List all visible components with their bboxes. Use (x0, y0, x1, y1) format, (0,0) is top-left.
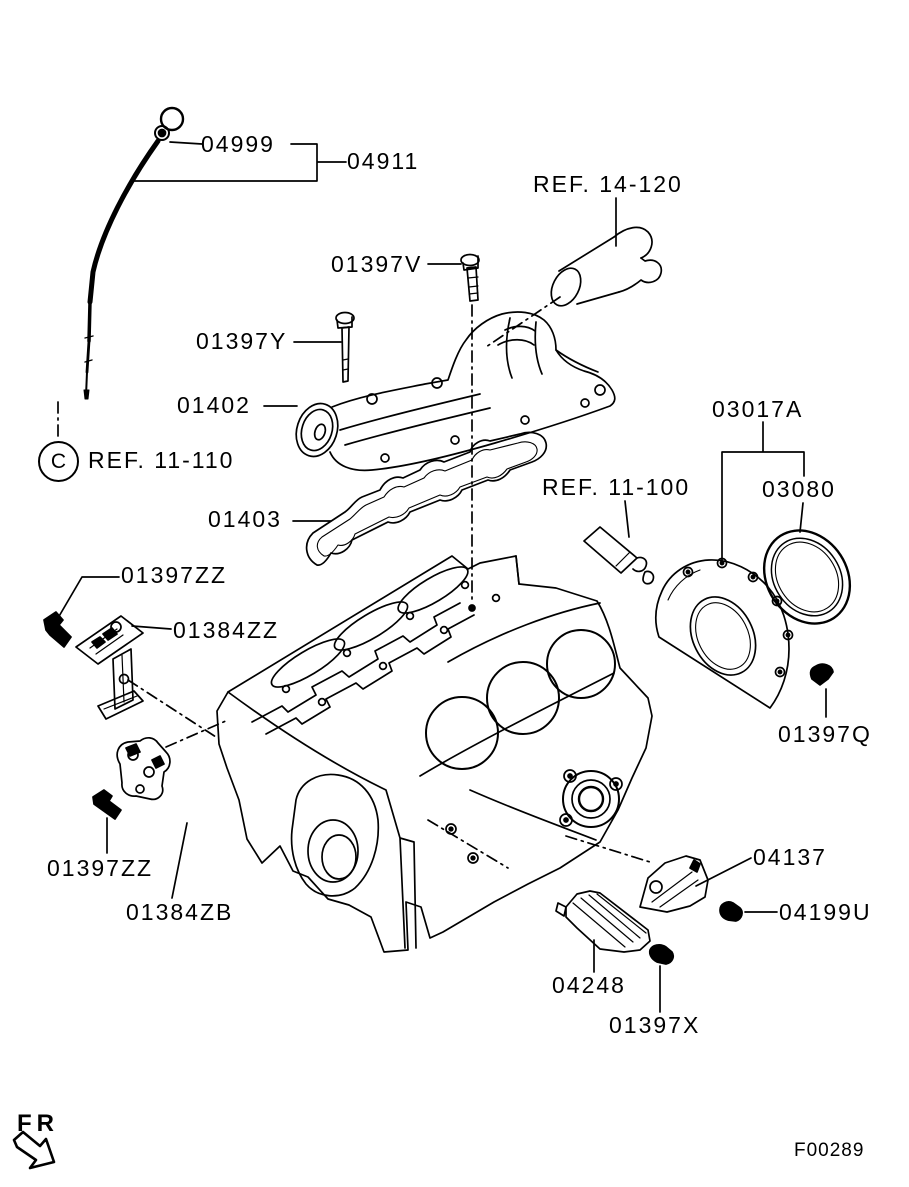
figure-code: F00289 (794, 1140, 865, 1161)
leader-lines (57, 141, 827, 1013)
ref-label-11-110[interactable]: REF. 11-110 (88, 447, 235, 473)
bolt-01397ZZ-lower-drawing (92, 789, 122, 820)
bolt-01397Q-drawing (809, 663, 834, 686)
part-label-04911[interactable]: 04911 (347, 148, 420, 174)
part-label-01397Y[interactable]: 01397Y (196, 328, 288, 354)
part-label-04248[interactable]: 04248 (552, 972, 626, 998)
part-label-01402[interactable]: 01402 (177, 392, 251, 418)
part-label-03017A[interactable]: 03017A (712, 396, 804, 422)
part-label-04199U[interactable]: 04199U (779, 899, 872, 925)
bolt-01397ZZ-upper-drawing (43, 611, 72, 648)
bolt-01397V-drawing (460, 253, 480, 302)
part-label-01397ZZ-lower[interactable]: 01397ZZ (47, 855, 154, 881)
part-label-01384ZB[interactable]: 01384ZB (126, 899, 234, 925)
dipstick-drawing (83, 106, 185, 400)
ref-label-14-120[interactable]: REF. 14-120 (533, 171, 683, 197)
part-label-01397V[interactable]: 01397V (331, 251, 423, 277)
part-label-01397X[interactable]: 01397X (609, 1012, 701, 1038)
part-label-01384ZZ[interactable]: 01384ZZ (173, 617, 280, 643)
seal-retainer-drawing (655, 557, 794, 709)
bolt-04199U-drawing (719, 901, 743, 922)
part-label-01397ZZ-upper[interactable]: 01397ZZ (121, 562, 228, 588)
assembly-axis-lines (57, 296, 651, 869)
gasket-01403-drawing (305, 431, 548, 566)
bracket-01384ZZ-drawing (75, 615, 144, 720)
bolt-01397Y-drawing (335, 311, 355, 383)
bolt-01397X-drawing (648, 944, 675, 965)
front-direction-arrow-icon (12, 1130, 56, 1170)
front-direction-label: FR (17, 1110, 59, 1137)
ref-label-11-100[interactable]: REF. 11-100 (542, 474, 691, 500)
crank-seal-drawing (762, 529, 852, 625)
bracket-04137-drawing (639, 855, 709, 913)
part-label-01403[interactable]: 01403 (208, 506, 282, 532)
part-label-03080[interactable]: 03080 (762, 476, 836, 502)
case-cover-01402-drawing (295, 311, 616, 472)
callout-circle-c[interactable]: C (38, 441, 79, 482)
inlet-pipe-drawing (550, 226, 663, 307)
sealant-tube-drawing (583, 526, 655, 585)
part-label-01397Q[interactable]: 01397Q (778, 721, 872, 747)
engine-block-drawing (216, 555, 653, 953)
part-label-04999[interactable]: 04999 (201, 131, 275, 157)
bracket-01384ZB-drawing (116, 737, 171, 801)
part-label-04137[interactable]: 04137 (753, 844, 827, 870)
cover-04248-drawing (555, 890, 651, 953)
